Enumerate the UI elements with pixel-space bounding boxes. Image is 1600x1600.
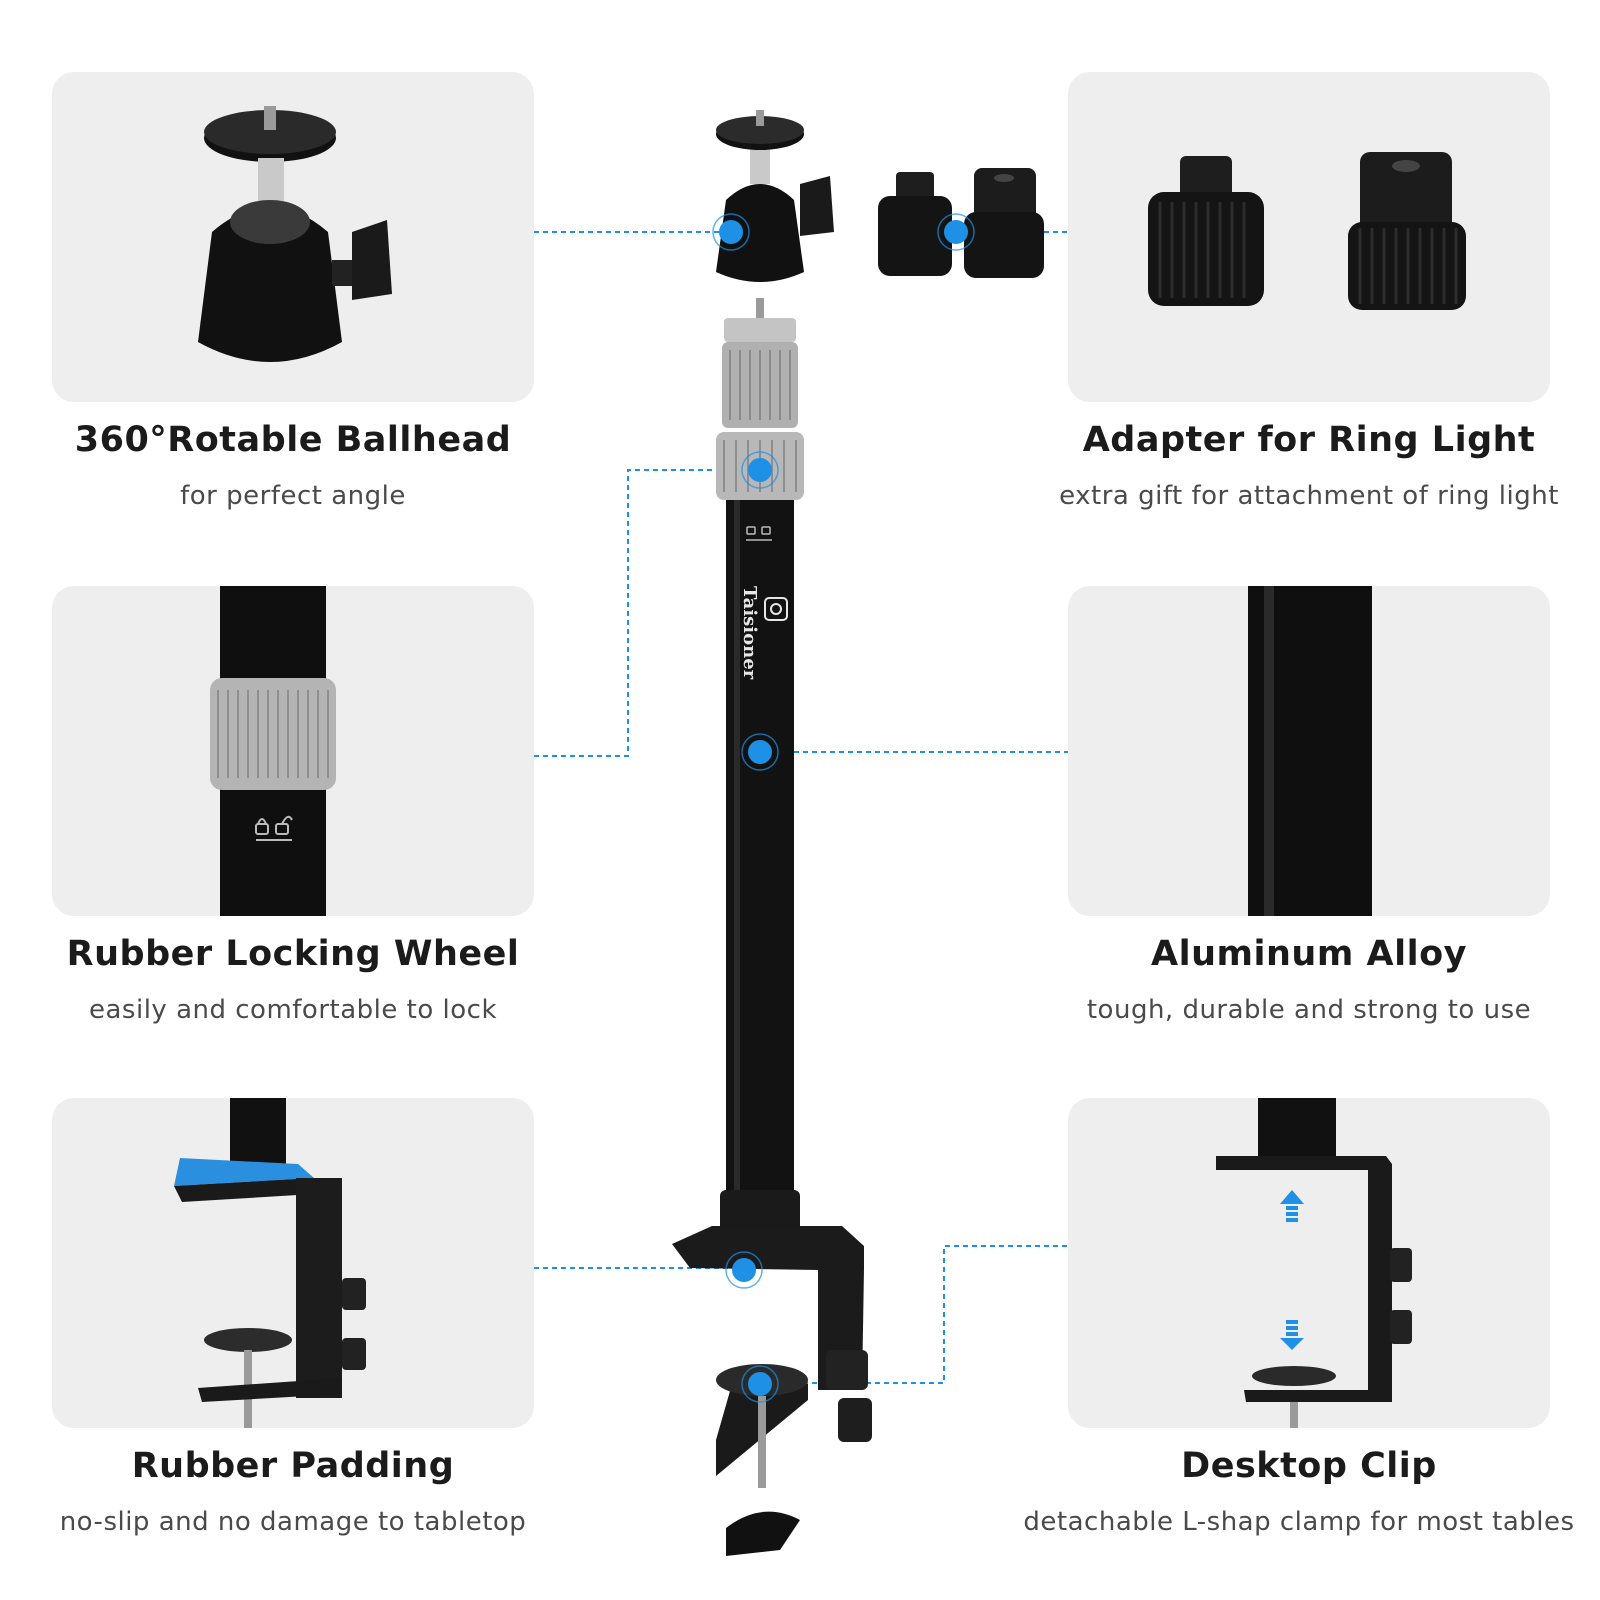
desktop-clip-card (1068, 1098, 1550, 1428)
rubber-padding-title: Rubber Padding (131, 1446, 455, 1486)
aluminum-title: Aluminum Alloy (1151, 934, 1467, 974)
desktop-clip-icon (1216, 1098, 1412, 1428)
ballhead-card (52, 72, 534, 402)
aluminum-subtitle: tough, durable and strong to use (1086, 995, 1532, 1025)
ballhead-icon (198, 106, 392, 362)
desktop-clip-subtitle: detachable L-shap clamp for most tables (1023, 1507, 1575, 1537)
locking-wheel-subtitle: easily and comfortable to lock (89, 995, 497, 1025)
brand-logo: Taisioner (739, 586, 760, 680)
rubber-pad-clamp-icon (174, 1098, 366, 1428)
center-adapters (878, 168, 1044, 278)
center-pole: Taisioner (716, 298, 804, 1242)
lock-icon (255, 815, 293, 841)
pole-icon (1248, 586, 1372, 916)
ballhead-subtitle: for perfect angle (180, 481, 406, 511)
aluminum-card (1068, 586, 1550, 916)
locking-wheel-icon (210, 586, 336, 916)
rubber-padding-subtitle: no-slip and no damage to tabletop (59, 1507, 527, 1537)
center-clamp (672, 1226, 872, 1556)
center-ballhead (716, 110, 834, 282)
unlock-icon (746, 526, 772, 541)
adapter-title: Adapter for Ring Light (1082, 420, 1536, 460)
locking-wheel-card (52, 586, 534, 916)
adapter-subtitle: extra gift for attachment of ring light (1059, 481, 1559, 511)
arrow-down-icon (1280, 1320, 1304, 1350)
rubber-padding-card (52, 1098, 534, 1428)
adapter-icon (1148, 152, 1466, 310)
arrow-up-icon (1280, 1190, 1304, 1222)
callout-lines (534, 231, 1068, 1384)
adapter-card (1068, 72, 1550, 402)
locking-wheel-title: Rubber Locking Wheel (66, 934, 520, 974)
ballhead-title: 360°Rotable Ballhead (74, 420, 512, 460)
callout-dots (712, 213, 975, 1403)
desktop-clip-title: Desktop Clip (1181, 1446, 1437, 1486)
